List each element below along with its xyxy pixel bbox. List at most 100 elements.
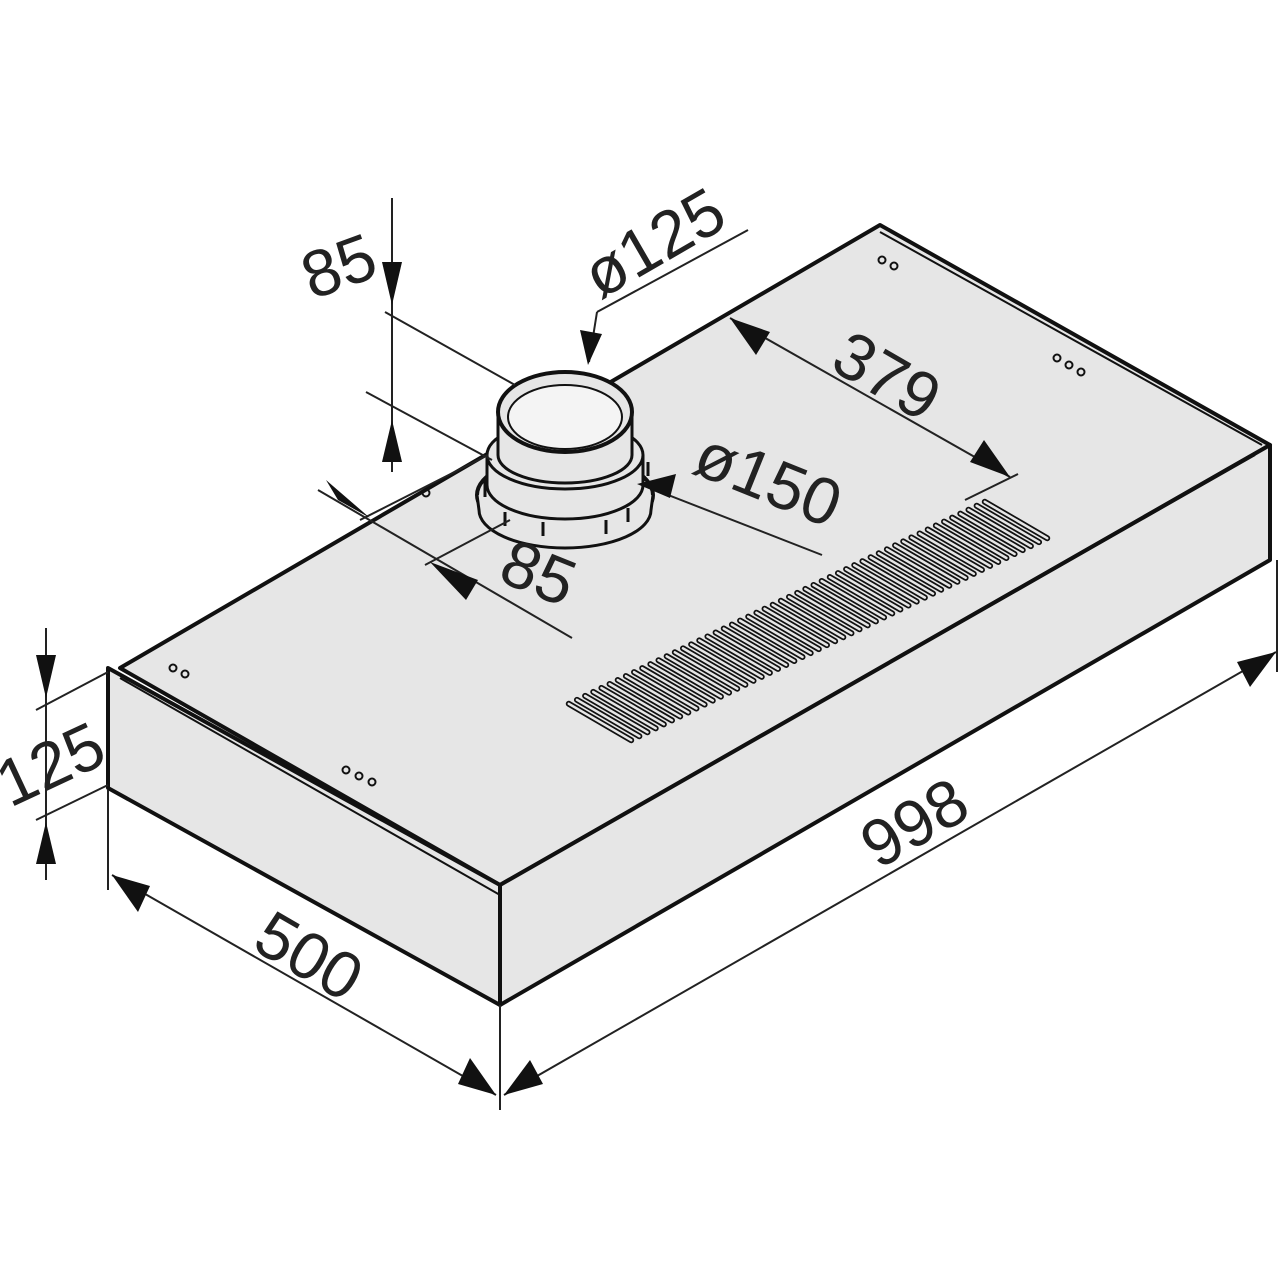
vent-slot-highlight: [730, 623, 796, 663]
vent-slot-highlight: [959, 512, 1024, 552]
vent-slot-highlight: [747, 615, 812, 655]
vent-slot-highlight: [714, 631, 780, 671]
dimension-line-hood-width: [503, 651, 1277, 1096]
vent-slot-highlight: [926, 528, 992, 568]
vent-slot-highlight: [698, 639, 763, 679]
vent-slot-highlight: [910, 536, 976, 576]
vent-slot-highlight: [681, 647, 747, 686]
vent-slot-highlight: [844, 567, 910, 607]
vent-slot-highlight: [592, 690, 657, 730]
arrowhead: [382, 420, 402, 462]
vent-slot-highlight: [820, 579, 886, 619]
mounting-hole: [1076, 367, 1086, 377]
hood-rim-left: [119, 677, 501, 896]
vent-slot-highlight: [738, 619, 804, 659]
mounting-hole: [421, 488, 431, 498]
arrowhead: [36, 822, 56, 864]
arrowhead: [580, 330, 602, 365]
vent-slot-highlight: [885, 548, 951, 587]
label-duct-diameter-small: ø125: [570, 173, 737, 312]
mounting-hole: [354, 771, 364, 781]
vent-slot-highlight: [861, 559, 927, 599]
arrowhead: [36, 655, 56, 698]
arrowhead: [112, 875, 150, 912]
vent-slot-highlight: [640, 666, 706, 706]
arrowhead: [637, 474, 676, 498]
dimension-line-duct-offset-back: [729, 317, 1011, 478]
vent-slot-highlight: [600, 686, 666, 726]
duct-collar: [475, 370, 655, 550]
mounting-hole: [1052, 353, 1062, 363]
vent-slot-highlight: [836, 571, 902, 611]
vent-slot-highlight: [657, 658, 723, 698]
vent-slot-highlight: [934, 524, 1000, 564]
mounting-holes: [168, 255, 1086, 787]
vent-slot-highlight: [983, 500, 1049, 540]
mounting-hole: [367, 777, 377, 787]
vent-slot-highlight: [583, 694, 649, 734]
label-duct-height: 85: [291, 219, 385, 314]
mounting-hole: [877, 255, 887, 265]
hood-body: [106, 223, 1272, 1007]
arrowhead: [458, 1058, 496, 1095]
arrowheads: [36, 262, 1276, 1095]
extension-line: [384, 311, 516, 386]
mounting-hole: [168, 663, 178, 673]
vent-slot-highlight: [950, 516, 1016, 556]
arrowhead: [1237, 652, 1276, 687]
vent-slot-highlight: [706, 635, 772, 675]
vent-slot-highlight: [673, 651, 739, 690]
leader-line-duct-small: [596, 229, 749, 313]
vent-slot-highlight: [665, 655, 731, 694]
vent-slot-highlight: [942, 520, 1008, 560]
vent-slot-highlight: [575, 698, 641, 738]
arrowhead: [430, 562, 478, 600]
vent-slot-highlight: [975, 504, 1041, 544]
vent-slot-highlight: [795, 591, 861, 631]
duct-spigot-opening: [507, 384, 623, 450]
vent-slot-highlight: [828, 575, 894, 615]
arrowhead: [970, 440, 1010, 477]
vent-slot-highlight: [869, 556, 935, 595]
mounting-hole: [180, 669, 190, 679]
arrowhead: [730, 318, 770, 355]
vent-slot-highlight: [567, 702, 633, 742]
vent-slot-highlight: [804, 587, 869, 627]
vent-slot-highlight: [779, 599, 845, 639]
dimension-line-duct-offset-side: [317, 489, 573, 639]
vent-grille: [565, 498, 1051, 744]
vent-slot-highlight: [812, 583, 878, 623]
dimension-line-hood-depth: [111, 874, 497, 1096]
vent-slot-highlight: [853, 563, 918, 603]
mounting-hole: [1064, 360, 1074, 370]
extension-line: [35, 784, 109, 821]
vent-slot-highlight: [901, 540, 967, 580]
vent-slot-highlight: [763, 607, 829, 647]
vent-slot-highlight: [893, 544, 959, 584]
extension-line: [424, 519, 511, 566]
label-hood-height: 125: [0, 707, 116, 821]
vent-slot-highlight: [755, 611, 821, 651]
vent-slot-highlight: [967, 508, 1033, 548]
extension-line: [359, 454, 489, 521]
arrowhead: [326, 480, 370, 518]
extension-line: [964, 473, 1019, 501]
vent-slot-highlight: [624, 674, 690, 714]
vent-slot-highlight: [608, 682, 674, 722]
vent-slot-highlight: [722, 627, 788, 667]
vent-slot-highlight: [689, 643, 755, 683]
extension-line: [35, 671, 109, 711]
vent-slot-highlight: [616, 678, 682, 718]
arrowhead: [382, 262, 402, 305]
vent-slot-highlight: [877, 552, 943, 591]
vent-slot-highlight: [918, 532, 984, 572]
hood-rim-back: [879, 231, 1263, 446]
extension-line: [365, 391, 493, 461]
vent-slot-highlight: [632, 670, 698, 710]
vent-slot-highlight: [787, 595, 853, 635]
mounting-hole: [341, 765, 351, 775]
arrowhead: [504, 1060, 543, 1095]
vent-slot-highlight: [649, 662, 715, 702]
vent-slot-highlight: [771, 603, 837, 643]
